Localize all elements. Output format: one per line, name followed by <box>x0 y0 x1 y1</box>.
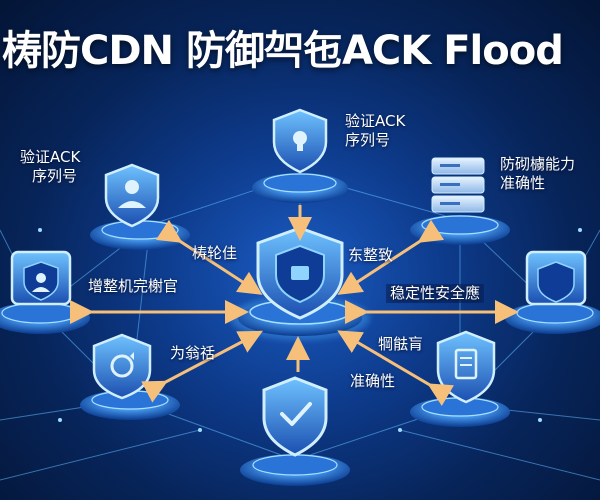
label-top-center: 验证ACK 序列号 <box>345 112 405 150</box>
shield-lock-icon <box>272 108 328 174</box>
page-title: 梼防CDN 防御㔖㐌ACK Flood <box>2 28 564 74</box>
label-line: 防砌㯭能力 <box>500 155 576 173</box>
user-id-card-icon <box>10 250 72 306</box>
label-middle-left: 增整机完榭官 <box>88 277 179 295</box>
security-badge-icon <box>525 250 587 306</box>
label-middle-right: 稳定性安全應 <box>386 284 485 303</box>
label-line: 序列号 <box>32 167 78 185</box>
label-line: 序列号 <box>345 131 391 149</box>
label-arrow-lower-right: 犅䏻肓 <box>378 335 424 353</box>
flow-arrows <box>70 205 519 406</box>
label-top-right: 防砌㯭能力 准确性 <box>500 155 575 193</box>
document-shield-icon <box>436 330 496 404</box>
refresh-shield-icon <box>92 333 152 400</box>
label-line: 验证ACK <box>20 148 81 166</box>
check-shield-icon <box>262 376 328 457</box>
label-arrow-upper-right: 东整致 <box>348 246 394 264</box>
network-nodes <box>38 228 582 432</box>
label-arrow-lower-left: 为翁䄆 <box>170 344 216 362</box>
label-bottom-center: 准确性 <box>350 372 396 390</box>
label-line: 准确性 <box>500 174 546 192</box>
user-shield-icon <box>104 163 160 228</box>
server-stack-icon <box>431 157 485 213</box>
label-arrow-upper-left: 梼轮佳 <box>192 244 238 262</box>
label-line: 验证ACK <box>345 112 406 130</box>
label-top-left: 验证ACK 序列号 <box>20 148 80 186</box>
